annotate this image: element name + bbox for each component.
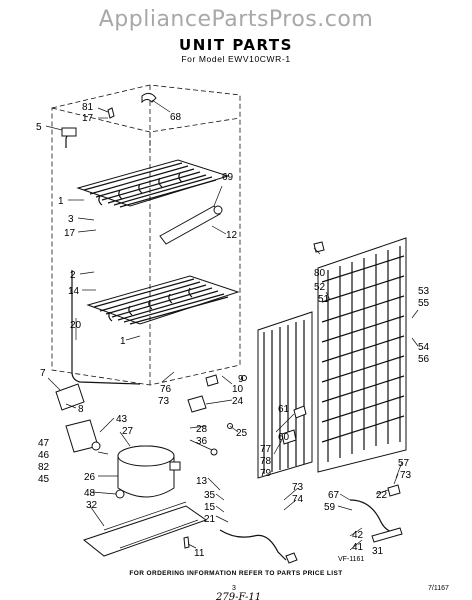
callout: 31 — [372, 546, 384, 557]
callout: 76 — [160, 384, 172, 395]
callout: 59 — [324, 502, 336, 513]
callout: 69 — [222, 172, 234, 183]
callout: 57 — [398, 458, 410, 469]
callout: 81 — [82, 102, 94, 113]
ordering-note: FOR ORDERING INFORMATION REFER TO PARTS … — [129, 570, 342, 577]
callout: 24 — [232, 396, 244, 407]
leader-lines — [45, 99, 419, 551]
callout: 17 — [64, 228, 76, 239]
callout: 78 — [260, 456, 272, 467]
compressor — [117, 445, 181, 498]
model-subtitle: For Model EWV10CWR-1 — [181, 54, 290, 64]
callout: 7 — [40, 368, 46, 379]
callout: 61 — [278, 404, 290, 415]
callout: 52 — [314, 282, 326, 293]
callout: 56 — [418, 354, 430, 365]
screw-11-icon — [183, 536, 190, 549]
callout: 77 — [260, 444, 272, 455]
bracket-22-icon — [387, 484, 401, 497]
clip-68-icon — [141, 92, 157, 104]
callout: 43 — [116, 414, 128, 425]
callout: 9 — [238, 374, 244, 385]
callout: 13 — [196, 476, 208, 487]
watermark: AppliancePartsPros.com — [99, 7, 374, 32]
relay-box — [65, 419, 101, 453]
valve-24-icon — [187, 395, 207, 413]
callout: 68 — [170, 112, 182, 123]
callout-labels: 81 17 68 5 1 3 17 69 12 2 14 20 1 80 52 … — [36, 102, 430, 559]
figure-code: VF-1161 — [338, 556, 364, 563]
callout: 20 — [70, 320, 82, 331]
callout: 41 — [352, 542, 364, 553]
callout: 14 — [68, 286, 80, 297]
screw-9-icon — [241, 375, 247, 381]
callout: 48 — [84, 488, 96, 499]
callout: 42 — [352, 530, 364, 541]
callout: 51 — [318, 294, 330, 305]
callout: 1 — [58, 196, 64, 207]
fitting-61-icon — [293, 405, 307, 419]
callout: 60 — [278, 432, 290, 443]
callout: 22 — [376, 490, 388, 501]
callout: 5 — [36, 122, 42, 133]
callout: 73 — [400, 470, 412, 481]
callout: 74 — [292, 494, 304, 505]
callout: 73 — [158, 396, 170, 407]
callout: 54 — [418, 342, 430, 353]
callout: 21 — [204, 514, 216, 525]
callout: 82 — [38, 462, 50, 473]
callout: 79 — [260, 468, 272, 479]
plug-icon — [285, 552, 298, 564]
callout: 8 — [78, 404, 84, 415]
callout: 15 — [204, 502, 216, 513]
callout: 11 — [194, 548, 205, 559]
callout: 55 — [418, 298, 430, 309]
lower-evaporator-coil — [86, 275, 240, 325]
callout: 3 — [68, 214, 74, 225]
callout: 35 — [204, 490, 216, 501]
callout: 32 — [86, 500, 98, 511]
condenser-coil — [317, 237, 407, 473]
clamp-77-icon — [281, 429, 297, 445]
callout: 26 — [84, 472, 96, 483]
fitting-80-icon — [313, 241, 325, 253]
screw-81-icon — [107, 107, 115, 119]
callout: 73 — [292, 482, 304, 493]
callout: 47 — [38, 438, 50, 449]
upper-evaporator-coil — [76, 159, 230, 208]
callout: 1 — [120, 336, 126, 347]
bracket-5-icon — [61, 127, 77, 137]
callout: 46 — [38, 450, 50, 461]
compressor-base — [82, 501, 208, 557]
callout: 27 — [122, 426, 134, 437]
drain-fitting-icon — [205, 374, 219, 387]
power-cord — [219, 529, 287, 561]
callout: 80 — [314, 268, 326, 279]
callout: 2 — [70, 270, 76, 281]
callout: 17 — [82, 113, 94, 124]
terminal-cover — [55, 383, 85, 411]
accumulator-tube — [159, 205, 223, 245]
callout: 10 — [232, 384, 244, 395]
drier-tube — [371, 527, 403, 543]
callout: 25 — [236, 428, 248, 439]
corner-code: 7/1167 — [428, 585, 449, 592]
callout: 28 — [196, 424, 208, 435]
washer-36-icon — [210, 448, 218, 456]
suction-line — [65, 133, 141, 385]
callout: 36 — [196, 436, 208, 447]
cabinet-outline — [51, 84, 241, 386]
grommet-48-icon — [115, 489, 125, 499]
callout: 67 — [328, 490, 340, 501]
handwritten-note: 279-F-11 — [215, 592, 261, 600]
condenser-front-grid — [257, 311, 313, 479]
callout: 45 — [38, 474, 50, 485]
capillary-tube — [349, 499, 403, 535]
page-title: UNIT PARTS — [179, 36, 293, 54]
page-number: 3 — [232, 585, 236, 592]
callout: 53 — [418, 286, 430, 297]
callout: 12 — [226, 230, 238, 241]
